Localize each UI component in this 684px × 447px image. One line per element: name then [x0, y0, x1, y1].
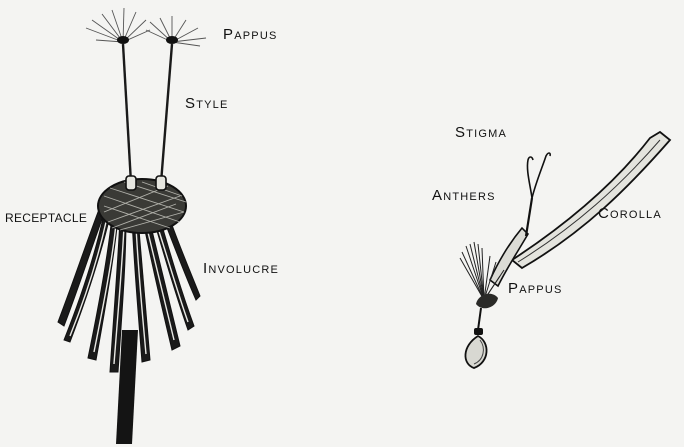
beak-node	[474, 328, 483, 335]
left-flower-head-figure	[58, 8, 206, 444]
label-stigma: Stigma	[455, 124, 507, 141]
label-receptacle: RECEPTACLE	[5, 211, 87, 225]
right-floret-figure	[460, 132, 670, 368]
label-anthers: Anthers	[432, 187, 496, 204]
floret-pappus-base	[476, 294, 498, 309]
left-pappus-tufts	[86, 8, 206, 46]
label-corolla: Corolla	[598, 205, 662, 222]
label-involucre: Involucre	[203, 260, 279, 277]
left-pappus-nodes	[117, 36, 178, 44]
floret-beak	[478, 308, 481, 330]
label-pappus-right: Pappus	[508, 280, 563, 297]
receptacle	[98, 179, 186, 233]
anther-column	[526, 198, 532, 236]
styles	[123, 44, 172, 183]
label-pappus-left: Pappus	[223, 26, 278, 43]
label-style: Style	[185, 95, 229, 112]
corolla	[512, 132, 670, 268]
stigma-branches	[527, 153, 550, 198]
